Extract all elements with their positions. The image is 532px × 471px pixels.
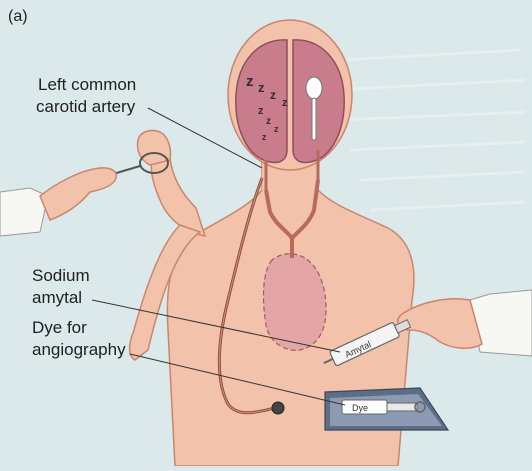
label-carotid-line2: carotid artery	[36, 96, 135, 117]
background-stripes	[330, 50, 525, 210]
dye-label: Dye	[352, 403, 368, 413]
panel-letter: (a)	[8, 6, 28, 27]
sleep-z: z	[274, 124, 279, 134]
patient-left-arm	[151, 158, 205, 236]
sleep-z: z	[270, 88, 276, 102]
sleep-z: z	[258, 105, 264, 117]
catheter-valve	[272, 402, 284, 414]
label-sodium-line2: amytal	[32, 287, 82, 308]
sleep-z: z	[262, 132, 267, 142]
sleep-z: z	[246, 73, 254, 90]
doctor-right-hand	[398, 290, 532, 356]
sleep-z: z	[266, 116, 271, 127]
head	[228, 20, 352, 170]
label-dye-line2: angiography	[32, 339, 126, 360]
dye-tray: Dye	[325, 388, 448, 430]
doctor-left-hand	[0, 168, 116, 236]
sleep-z: z	[282, 97, 288, 109]
sleep-z: z	[258, 80, 265, 95]
patient-raised-hand	[138, 130, 171, 165]
label-sodium-line1: Sodium	[32, 265, 90, 286]
label-carotid-line1: Left common	[38, 74, 136, 95]
label-dye-line1: Dye for	[32, 317, 87, 338]
